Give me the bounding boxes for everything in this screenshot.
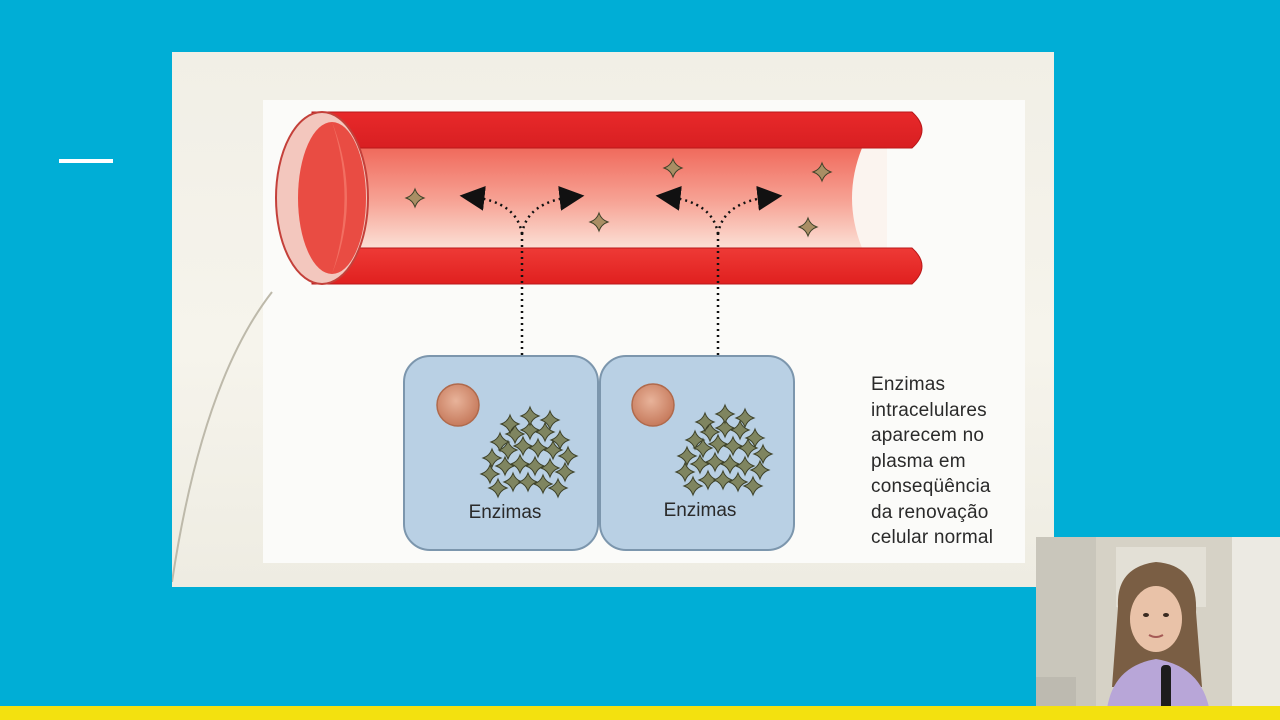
enzyme-star-icon — [662, 157, 684, 179]
enzyme-star-icon — [499, 413, 521, 435]
enzyme-star-icon — [557, 445, 579, 467]
enzyme-cluster-left — [479, 405, 579, 499]
enzyme-star-icon — [682, 475, 704, 497]
slide-figure: Enzimas Enzimas Enzimas intracelulares a… — [172, 52, 1054, 587]
enzyme-star-icon — [542, 439, 564, 461]
caption-line: plasma em — [871, 450, 966, 472]
cell-label-right: Enzimas — [664, 500, 737, 521]
enzyme-star-icon — [734, 455, 756, 477]
enzyme-star-icon — [704, 451, 726, 473]
enzyme-star-icon — [481, 447, 503, 469]
enzyme-star-icon — [534, 421, 556, 443]
enzyme-star-icon — [692, 437, 714, 459]
cell-label-left: Enzimas — [469, 502, 542, 523]
enzyme-star-icon — [707, 433, 729, 455]
enzyme-star-icon — [489, 431, 511, 453]
enzyme-star-icon — [479, 463, 501, 485]
arrow-left-b — [520, 185, 585, 235]
title-dash-decoration — [59, 159, 113, 163]
enzyme-star-icon — [502, 471, 524, 493]
enzyme-star-icon — [674, 461, 696, 483]
enzyme-star-icon — [497, 439, 519, 461]
enzyme-star-icon — [532, 473, 554, 495]
enzyme-star-icon — [539, 457, 561, 479]
caption-line: celular normal — [871, 527, 994, 548]
enzymes-in-plasma — [404, 157, 833, 238]
arrow-right-a — [655, 185, 720, 235]
enzyme-star-icon — [527, 437, 549, 459]
enzyme-star-icon — [519, 405, 541, 427]
caption-line: conseqüência — [871, 476, 991, 497]
webcam-overlay — [1036, 537, 1280, 720]
webcam-video — [1036, 537, 1280, 720]
enzyme-star-icon — [722, 435, 744, 457]
enzyme-star-icon — [712, 469, 734, 491]
enzyme-star-icon — [676, 445, 698, 467]
enzyme-star-icon — [734, 407, 756, 429]
decorative-curve — [172, 291, 273, 583]
enzyme-star-icon — [797, 216, 819, 238]
enzyme-star-icon — [714, 417, 736, 439]
enzyme-star-icon — [737, 437, 759, 459]
nucleus-icon — [631, 383, 675, 427]
enzyme-star-icon — [519, 419, 541, 441]
enzyme-star-icon — [811, 161, 833, 183]
enzyme-star-icon — [714, 403, 736, 425]
nucleus-icon — [436, 383, 480, 427]
blood-vessel — [275, 111, 923, 285]
enzyme-star-icon — [487, 477, 509, 499]
enzyme-star-icon — [697, 469, 719, 491]
caption-line: da renovação — [871, 501, 989, 523]
enzyme-star-icon — [752, 443, 774, 465]
enzyme-star-icon — [588, 211, 610, 233]
arrow-right-b — [716, 185, 783, 235]
diagram-canvas: Enzimas Enzimas — [172, 100, 1025, 583]
arrow-left-a — [459, 185, 524, 235]
enzyme-star-icon — [742, 475, 764, 497]
bottom-accent-bar — [0, 706, 1280, 720]
enzyme-star-icon — [404, 187, 426, 209]
enzyme-star-icon — [539, 409, 561, 431]
caption-line: Enzimas — [871, 374, 946, 395]
enzyme-cluster-right — [674, 403, 774, 497]
caption-line: aparecem no — [871, 425, 985, 446]
caption-line: intracelulares — [871, 399, 987, 421]
enzyme-star-icon — [749, 459, 771, 481]
enzyme-star-icon — [694, 411, 716, 433]
enzyme-star-icon — [729, 419, 751, 441]
enzyme-star-icon — [524, 455, 546, 477]
enzyme-star-icon — [719, 453, 741, 475]
enzyme-star-icon — [547, 477, 569, 499]
diagram-caption: Enzimas intracelulares aparecem no plasm… — [871, 372, 1041, 551]
enzyme-star-icon — [517, 471, 539, 493]
enzyme-star-icon — [727, 471, 749, 493]
enzyme-star-icon — [684, 429, 706, 451]
enzyme-star-icon — [509, 453, 531, 475]
enzyme-star-icon — [512, 435, 534, 457]
enzyme-star-icon — [554, 461, 576, 483]
